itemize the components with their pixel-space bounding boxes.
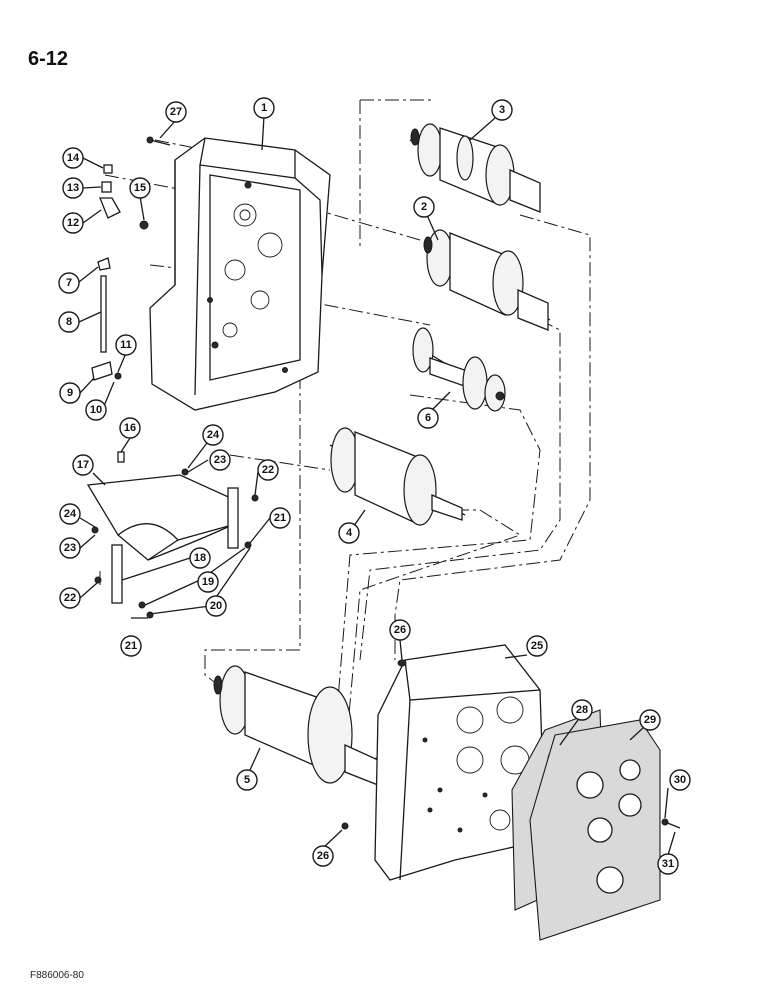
svg-text:20: 20 [210,600,222,612]
callout-4: 4 [338,522,360,544]
callout-23-lower: 23 [59,537,81,559]
svg-text:9: 9 [67,387,73,399]
left-small-parts [91,136,171,463]
callout-18: 18 [189,547,211,569]
callout-17: 17 [72,454,94,476]
gaskets [511,709,681,941]
callout-30: 30 [669,769,691,791]
callout-31: 31 [657,853,679,875]
callout-1: 1 [253,97,275,119]
callout-29: 29 [639,709,661,731]
svg-text:14: 14 [67,152,80,164]
callout-19: 19 [197,571,219,593]
svg-text:16: 16 [124,422,136,434]
callout-9: 9 [59,382,81,404]
callout-26-lower: 26 [312,845,334,867]
callout-23-upper: 23 [209,449,231,471]
shaft-assembly-2 [423,229,551,331]
svg-text:19: 19 [202,576,214,588]
callout-20: 20 [205,595,227,617]
svg-text:24: 24 [207,429,220,441]
callout-21-upper: 21 [269,507,291,529]
transmission-housing [149,137,331,411]
svg-text:23: 23 [214,454,226,466]
shaft-assembly-4 [329,427,466,527]
svg-text:27: 27 [170,106,182,118]
svg-text:31: 31 [662,858,674,870]
svg-text:21: 21 [274,512,286,524]
svg-text:3: 3 [499,104,505,116]
cover-plate-25 [341,644,546,881]
callout-2: 2 [413,196,435,218]
svg-text:17: 17 [77,459,89,471]
svg-text:15: 15 [134,182,146,194]
svg-text:29: 29 [644,714,656,726]
callout-leaders [78,115,676,856]
shield-guard-17 [86,468,259,619]
svg-text:7: 7 [66,277,72,289]
callout-21-lower: 21 [120,635,142,657]
svg-text:12: 12 [67,217,79,229]
figure-code: F886006-80 [30,970,84,981]
svg-text:5: 5 [244,774,250,786]
callout-3: 3 [491,99,513,121]
callout-7: 7 [58,272,80,294]
callout-22-lower: 22 [59,587,81,609]
callout-14: 14 [62,147,84,169]
page-number: 6-12 [28,48,69,70]
svg-text:2: 2 [421,201,427,213]
svg-text:23: 23 [64,542,76,554]
callout-27: 27 [165,101,187,123]
svg-text:1: 1 [261,102,267,114]
svg-text:30: 30 [674,774,686,786]
svg-text:26: 26 [394,624,406,636]
callout-26-upper: 26 [389,619,411,641]
svg-text:21: 21 [125,640,137,652]
svg-text:25: 25 [531,640,543,652]
callout-13: 13 [62,177,84,199]
callout-22-upper: 22 [257,459,279,481]
callout-25: 25 [526,635,548,657]
callout-5: 5 [236,769,258,791]
svg-text:28: 28 [576,704,588,716]
callout-24-upper: 24 [202,424,224,446]
svg-text:22: 22 [262,464,274,476]
svg-text:26: 26 [317,850,329,862]
svg-text:13: 13 [67,182,79,194]
callout-28: 28 [571,699,593,721]
callout-12: 12 [62,212,84,234]
callout-6: 6 [417,407,439,429]
svg-text:22: 22 [64,592,76,604]
callout-11: 11 [115,334,137,356]
svg-text:4: 4 [346,527,353,539]
shaft-assembly-6 [412,327,506,412]
svg-text:6: 6 [425,412,431,424]
svg-text:8: 8 [66,316,72,328]
callout-8: 8 [58,311,80,333]
svg-text:10: 10 [90,404,102,416]
callout-24-lower: 24 [59,503,81,525]
shaft-assembly-3 [409,123,541,213]
svg-text:11: 11 [120,339,132,351]
callout-10: 10 [85,399,107,421]
shaft-assembly-5 [213,665,379,786]
svg-text:24: 24 [64,508,77,520]
svg-text:18: 18 [194,552,206,564]
callout-15: 15 [129,177,151,199]
callout-16: 16 [119,417,141,439]
